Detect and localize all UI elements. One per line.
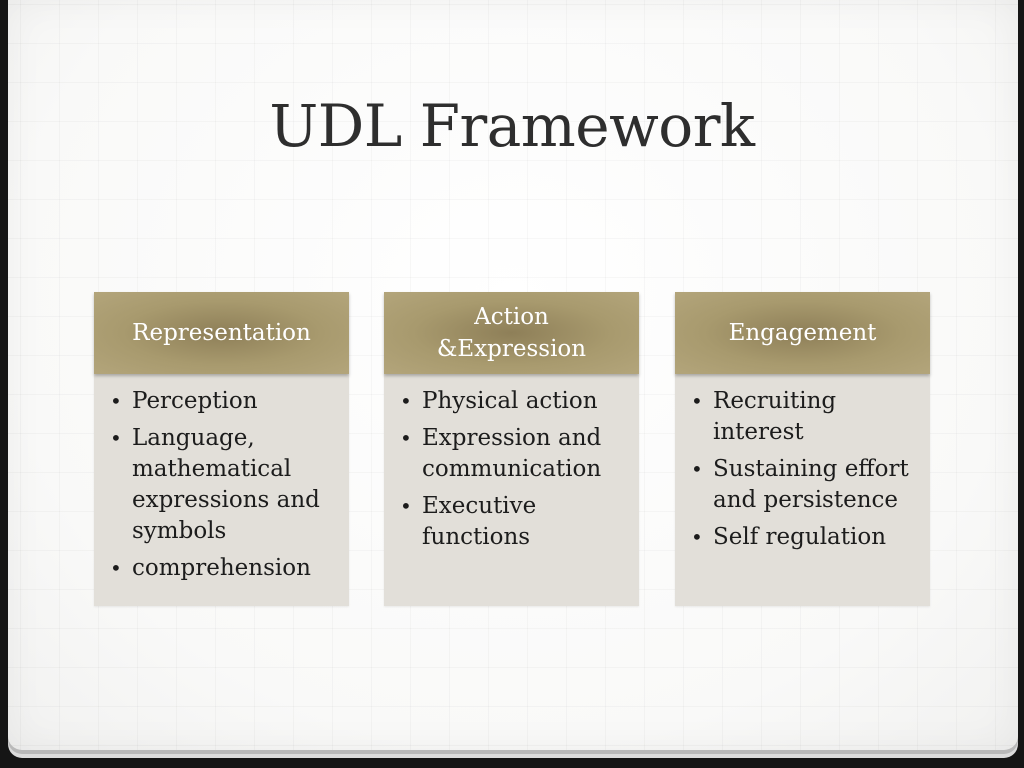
column-header-label: Action &Expression — [436, 304, 587, 362]
list-item-text: Sustaining effort and persistence — [713, 456, 909, 513]
list-item: • Physical action — [398, 386, 631, 417]
list-item: • Recruiting interest — [689, 386, 922, 448]
bullet-icon: • — [691, 389, 703, 413]
list-item: • Language, mathematical expressions and … — [108, 423, 341, 547]
column-header: Engagement — [675, 292, 930, 374]
bullet-icon: • — [691, 525, 703, 549]
list-item-text: comprehension — [132, 555, 311, 581]
list-item: • comprehension — [108, 553, 341, 584]
list-item: • Executive functions — [398, 491, 631, 553]
list-item-text: Expression and communication — [422, 425, 602, 482]
bullet-icon: • — [400, 426, 412, 450]
bullet-icon: • — [400, 389, 412, 413]
slide-title: UDL Framework — [269, 92, 755, 160]
list-item-text: Physical action — [422, 388, 598, 414]
list-item: • Sustaining effort and persistence — [689, 454, 922, 516]
list-item-text: Executive functions — [422, 493, 537, 550]
column-header-label: Engagement — [728, 320, 877, 346]
column-body: • Perception • Language, mathematical expr… — [94, 374, 349, 606]
column-engagement: Engagement • Recruiting interest • Sustain… — [675, 292, 930, 606]
column-representation: Representation • Perception • Language, ma… — [94, 292, 349, 606]
slide — [8, 0, 1018, 750]
slide-page-edge — [12, 748, 1014, 756]
list-item: • Expression and communication — [398, 423, 631, 485]
bullet-icon: • — [110, 389, 122, 413]
bullet-icon: • — [691, 457, 703, 481]
bullet-icon: • — [400, 494, 412, 518]
column-header: Representation — [94, 292, 349, 374]
bullet-icon: • — [110, 426, 122, 450]
list-item-text: Perception — [132, 388, 258, 414]
bullet-icon: • — [110, 556, 122, 580]
list-item-text: Recruiting interest — [713, 388, 837, 445]
bullet-list: • Physical action • Expression and communi… — [398, 386, 631, 553]
list-item-text: Language, mathematical expressions and s… — [132, 425, 320, 544]
list-item: • Perception — [108, 386, 341, 417]
column-body: • Physical action • Expression and communi… — [384, 374, 639, 606]
column-header: Action &Expression — [384, 292, 639, 374]
column-header-label: Representation — [132, 320, 311, 346]
list-item: • Self regulation — [689, 522, 922, 553]
list-item-text: Self regulation — [713, 524, 887, 550]
bullet-list: • Recruiting interest • Sustaining effort … — [689, 386, 922, 553]
column-body: • Recruiting interest • Sustaining effort … — [675, 374, 930, 606]
column-action-expression: Action &Expression • Physical action • Exp… — [384, 292, 639, 606]
bullet-list: • Perception • Language, mathematical expr… — [108, 386, 341, 584]
